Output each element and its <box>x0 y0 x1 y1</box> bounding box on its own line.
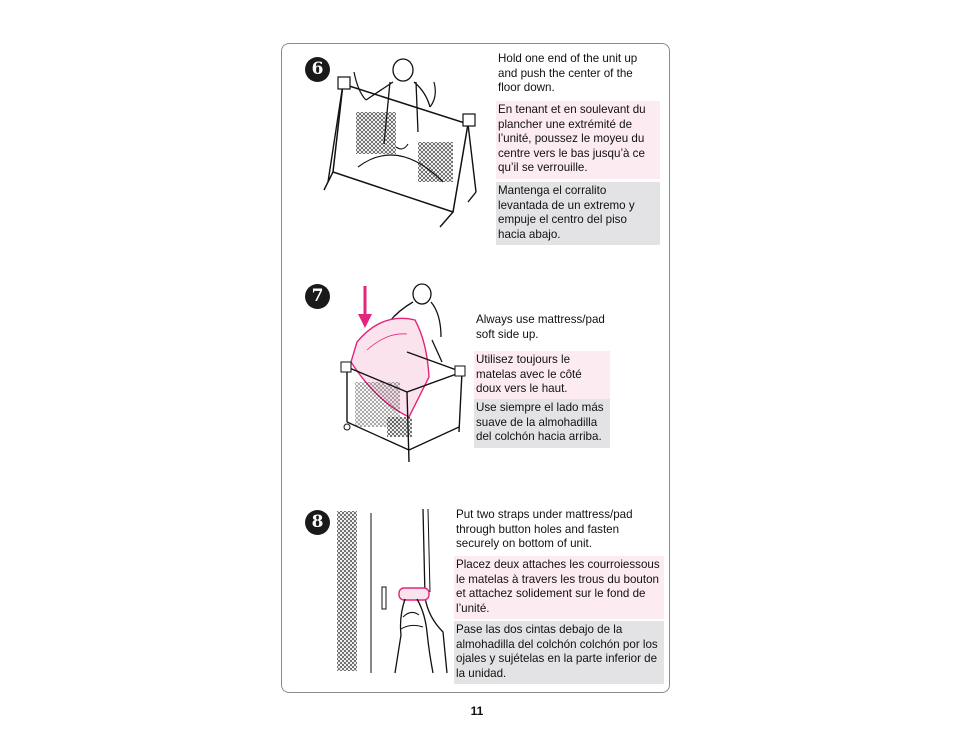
step-8-text-fr: Placez deux attaches les courroiessous l… <box>454 556 664 620</box>
step-7-text-fr: Utilisez toujours le matelas avec le côt… <box>474 351 610 400</box>
step-8-badge: 8 <box>305 510 330 535</box>
step-8-english: Put two straps under mattress/pad throug… <box>456 508 633 551</box>
step-7-english: Always use mattress/pad soft side up. <box>476 313 605 341</box>
step-7-badge: 7 <box>305 284 330 309</box>
step-8-spanish: Pase las dos cintas debajo de la almohad… <box>456 623 658 680</box>
step-7-french: Utilisez toujours le matelas avec le côt… <box>476 353 582 396</box>
step-7-number: 7 <box>311 286 324 306</box>
step-8-french: Placez deux attaches les courroiessous l… <box>456 558 660 615</box>
step-8-illustration <box>337 508 448 674</box>
page-number: 11 <box>470 704 484 718</box>
step-7-spanish: Use siempre el lado más suave de la almo… <box>476 401 604 444</box>
step-6-text-es: Mantenga el corralito levantada de un ex… <box>496 182 660 246</box>
step-8-text-es: Pase las dos cintas debajo de la almohad… <box>454 621 664 685</box>
step-6-number: 6 <box>311 59 324 79</box>
step-6-english: Hold one end of the unit up and push the… <box>498 52 638 95</box>
step-6-illustration <box>323 58 477 228</box>
step-6-text-en: Hold one end of the unit up and push the… <box>496 52 656 96</box>
step-7-illustration <box>340 283 466 463</box>
step-7-text-en: Always use mattress/pad soft side up. <box>474 313 614 342</box>
step-8-text-en: Put two straps under mattress/pad throug… <box>454 508 659 552</box>
step-6-text-fr: En tenant et en soulevant du plancher un… <box>496 101 660 179</box>
step-6-badge: 6 <box>305 57 330 82</box>
step-7-text-es: Use siempre el lado más suave de la almo… <box>474 399 610 448</box>
step-6-spanish: Mantenga el corralito levantada de un ex… <box>498 184 635 241</box>
step-8-number: 8 <box>311 512 324 532</box>
step-6-french: En tenant et en soulevant du plancher un… <box>498 103 646 175</box>
